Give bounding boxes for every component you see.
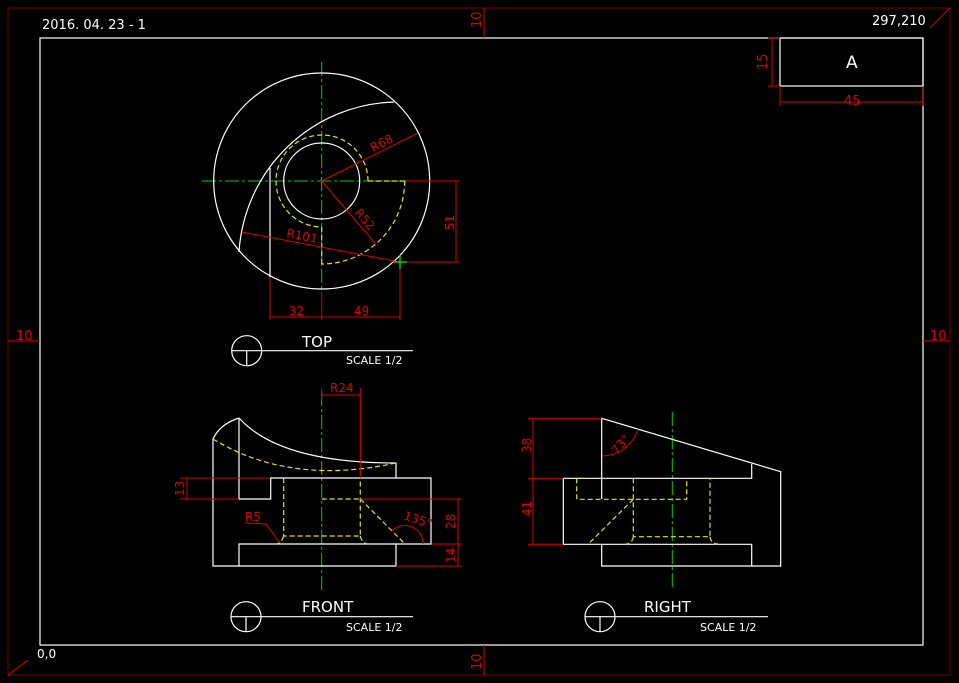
dim-r5: R5 [245, 510, 261, 524]
right-view-title: RIGHT [644, 598, 692, 616]
margin-bottom-label: 10 [470, 653, 485, 670]
dim-32: 32 [289, 304, 304, 318]
dim-r52: R52 [352, 206, 378, 233]
front-view-symbol-icon [230, 601, 413, 633]
right-view-scale: SCALE 1/2 [700, 621, 756, 634]
dim-14: 14 [444, 548, 458, 563]
top-view-scale: SCALE 1/2 [346, 354, 402, 367]
dim-41: 41 [520, 501, 534, 516]
right-view-symbol-icon [584, 601, 768, 633]
top-view-symbol-icon [231, 335, 413, 367]
dim-49: 49 [354, 304, 369, 318]
title-block-height-dim: 15 [756, 53, 771, 70]
origin-label: 0,0 [37, 647, 56, 661]
sheet-frame [7, 7, 951, 676]
margin-left-label: 10 [16, 329, 33, 344]
margin-right-label: 10 [930, 329, 947, 344]
front-view-scale: SCALE 1/2 [346, 621, 402, 634]
front-view-title: FRONT [302, 598, 354, 616]
title-block [768, 37, 924, 106]
dim-73-angle: 73° [609, 432, 633, 457]
dim-51: 51 [443, 215, 457, 230]
right-view[interactable] [528, 412, 782, 590]
top-view-title: TOP [301, 333, 332, 351]
sheet-size-label: 297,210 [872, 14, 926, 29]
dim-135-angle: 135° [402, 509, 434, 531]
dim-28: 28 [444, 514, 458, 529]
dim-r24: R24 [330, 381, 354, 395]
dim-r101: R101 [285, 226, 318, 246]
dim-38: 38 [520, 438, 534, 453]
top-view[interactable] [202, 62, 460, 320]
date-label: 2016. 04. 23 - 1 [42, 18, 146, 33]
margin-top-label: 10 [470, 11, 485, 28]
title-block-width-dim: 45 [844, 94, 861, 109]
dim-13: 13 [173, 481, 187, 496]
title-block-letter: A [846, 53, 858, 73]
front-view[interactable] [180, 388, 462, 590]
